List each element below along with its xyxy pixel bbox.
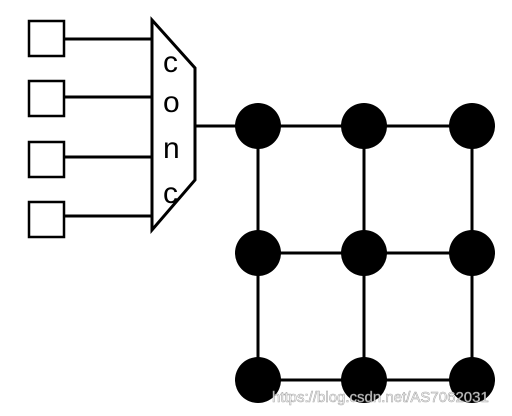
input-square-1: [27, 19, 66, 58]
mesh-node-r2-c3: [449, 230, 495, 276]
concentrator-letter-2: o: [163, 86, 180, 119]
concentrator-letter-3: n: [163, 132, 180, 165]
concentrator-letter-1: c: [163, 46, 178, 79]
mesh-node-r1-c3: [449, 103, 495, 149]
watermark-text: https://blog.csdn.net/AS7062031: [272, 389, 489, 406]
input-square-3: [27, 140, 66, 179]
mesh-node-r1-c2: [341, 103, 387, 149]
mesh-node-r3-c3: [449, 357, 495, 403]
mesh-node-r2-c2: [341, 230, 387, 276]
input-square-4: [27, 200, 66, 239]
concentrator-letter-4: c: [163, 177, 178, 210]
mesh-node-r2-c1: [235, 230, 281, 276]
mesh-node-r3-c1: [235, 357, 281, 403]
input-square-2: [27, 79, 66, 118]
mesh-node-r3-c2: [341, 357, 387, 403]
concentrator-shape: [150, 16, 197, 235]
mesh-node-r1-c1: [235, 103, 281, 149]
